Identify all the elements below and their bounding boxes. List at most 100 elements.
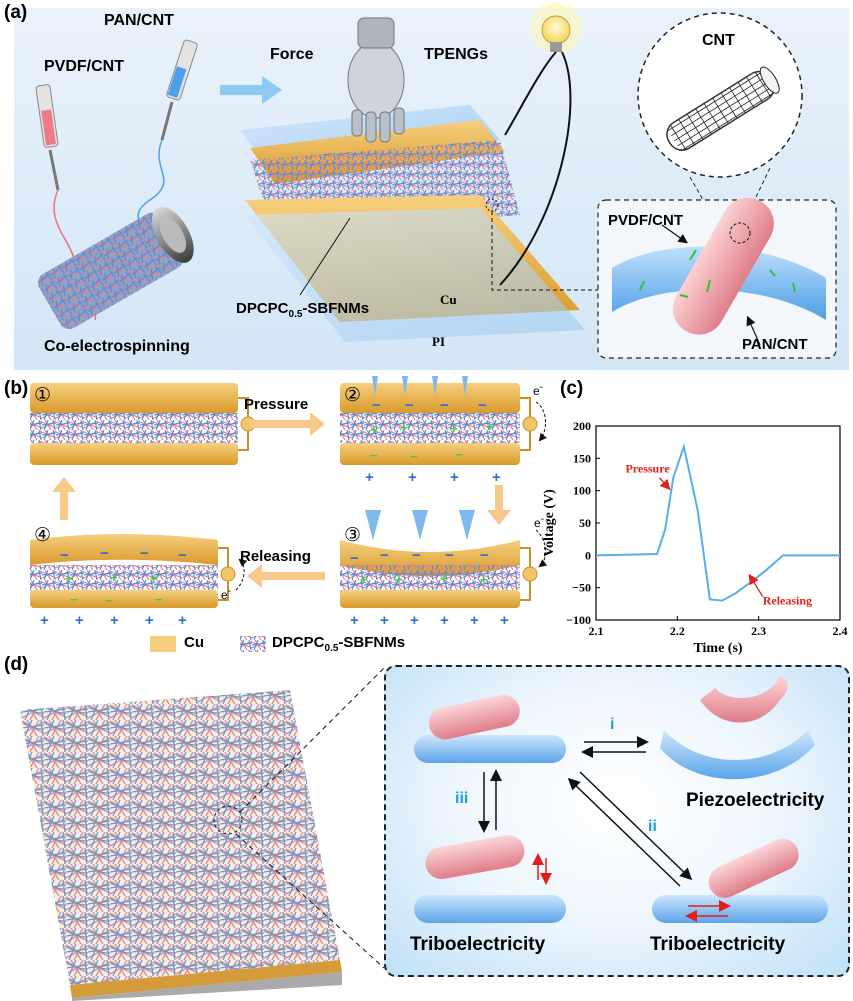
state-3-device: [340, 540, 538, 608]
process-arrow: [220, 76, 282, 104]
co-electrospinning-label: Co-electrospinning: [44, 338, 190, 355]
svg-text:+: +: [450, 421, 458, 436]
callout-line: [299, 217, 351, 296]
svg-text:−: −: [155, 592, 163, 607]
svg-text:−: −: [410, 449, 418, 464]
pan-fiber: [414, 895, 566, 923]
x-tick-label: 2.1: [589, 624, 604, 638]
cnt-label: CNT: [702, 32, 735, 49]
electron-arrow: [535, 529, 548, 568]
pan-fiber-bent: [660, 730, 815, 780]
panel-b-label: (b): [4, 378, 29, 399]
svg-text:+: +: [492, 469, 501, 486]
zoom-line: [235, 833, 385, 969]
panel-d-label: (d): [4, 654, 29, 675]
svg-text:+: +: [440, 612, 449, 629]
piezoelectricity-label: Piezoelectricity: [686, 790, 825, 811]
state-1-device: [30, 383, 256, 465]
press-arrows: [365, 376, 475, 540]
svg-text:−: −: [100, 545, 109, 562]
svg-text:−: −: [60, 547, 69, 564]
cu-label: Cu: [440, 292, 457, 307]
x-axis-label: Time (s): [693, 641, 742, 656]
svg-text:+: +: [400, 420, 408, 435]
y-tick-label: −50: [572, 581, 591, 595]
svg-text:+: +: [178, 612, 187, 629]
electron-label-2: e-: [533, 382, 544, 398]
releasing-annotation-arrow: [748, 573, 764, 598]
svg-text:+: +: [500, 612, 509, 629]
zoom-line: [491, 211, 598, 291]
svg-text:+: +: [470, 612, 479, 629]
tpeng-device: [240, 105, 585, 342]
y-tick-label: −100: [566, 613, 591, 627]
svg-text:+: +: [365, 469, 374, 486]
fiber-inset-drawing: [612, 197, 826, 335]
tpengs-label: TPENGs: [424, 46, 489, 63]
svg-text:−: −: [445, 547, 454, 564]
state-2-device: [340, 383, 538, 465]
triboelectricity-left-label: Triboelectricity: [410, 934, 546, 955]
legend-membrane-label: DPCPC0.5-SBFNMs: [272, 634, 406, 654]
svg-text:+: +: [440, 571, 448, 586]
svg-text:+: +: [65, 571, 73, 586]
svg-text:+: +: [145, 612, 154, 629]
state-1-label: ①: [34, 385, 52, 406]
svg-text:−: −: [140, 545, 149, 562]
arrow-iii-label: iii: [455, 790, 469, 807]
electron-arrow: [535, 401, 547, 442]
svg-text:+: +: [486, 419, 494, 434]
light-bulb-icon: [530, 2, 582, 54]
svg-text:+: +: [110, 612, 119, 629]
zoom-spot: [213, 805, 243, 835]
wire: [499, 51, 572, 286]
x-tick-label: 2.4: [833, 624, 848, 638]
green-charges: ++++ −−− +++ −−− ++++: [65, 419, 494, 608]
cycle-arrow-up: [52, 477, 76, 520]
svg-text:−: −: [380, 547, 389, 564]
legend-cu-swatch: [150, 636, 176, 652]
releasing-annotation: Releasing: [763, 593, 812, 607]
legend-membrane-swatch: [240, 636, 266, 652]
pvdf-fiber: [425, 835, 525, 880]
y-tick-label: 200: [573, 419, 591, 433]
voltage-series-line: [595, 442, 840, 602]
pvdf-fiber-bent: [700, 676, 788, 723]
cycle-arrow-pressure: [250, 412, 325, 436]
svg-text:−: −: [478, 397, 487, 414]
membrane-label: DPCPC0.5-SBFNMs: [236, 300, 370, 320]
y-tick-label: 0: [585, 548, 591, 562]
svg-text:−: −: [105, 593, 113, 608]
electron-arrow: [235, 558, 248, 591]
y-tick-label: 150: [573, 451, 591, 465]
legend-cu-label: Cu: [184, 634, 204, 651]
cnt-inset: [637, 12, 803, 178]
cycle-arrow-releasing: [247, 564, 325, 588]
x-tick-label: 2.2: [670, 624, 685, 638]
state-3-label: ③: [344, 525, 362, 546]
svg-text:−: −: [455, 447, 463, 462]
electron-label-3: e-: [534, 514, 545, 530]
panel-a-label: (a): [4, 2, 28, 23]
svg-text:−: −: [405, 397, 414, 414]
pvdf-cnt-label: PVDF/CNT: [44, 58, 124, 75]
arrow-ii-label: ii: [648, 818, 657, 835]
y-axis-label: Voltage (V): [542, 489, 557, 557]
force-label: Force: [270, 46, 314, 63]
collector-drum: [38, 206, 194, 330]
arrow-ii-back: [567, 777, 681, 887]
svg-text:−: −: [350, 550, 359, 567]
svg-text:−: −: [480, 547, 489, 564]
callout-line: [661, 224, 688, 244]
arrow-i-label: i: [610, 716, 615, 733]
svg-text:−: −: [412, 547, 421, 564]
charge-signs: − − − − + + + + − − − − − + + + + + + − − − − + + + + +: [40, 397, 509, 629]
svg-text:−: −: [370, 448, 378, 463]
svg-text:+: +: [75, 612, 84, 629]
pan-cnt-label: PAN/CNT: [104, 12, 174, 29]
svg-text:−: −: [178, 547, 187, 564]
inset-pan-cnt-label: PAN/CNT: [742, 336, 808, 353]
svg-text:+: +: [350, 612, 359, 629]
triboelectricity-right-label: Triboelectricity: [650, 934, 786, 955]
